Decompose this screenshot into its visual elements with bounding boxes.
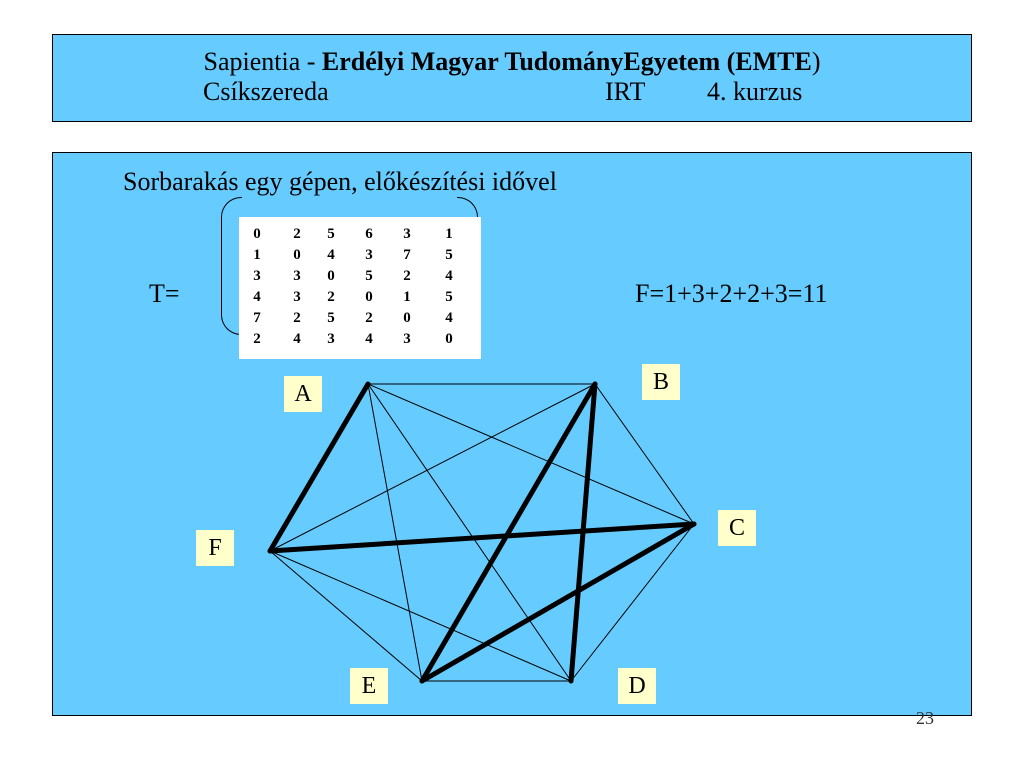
path-edge-B-D	[568, 381, 598, 684]
matrix-cell: 2	[365, 310, 373, 326]
matrix-cell: 5	[445, 289, 453, 305]
matrix-cell: 4	[327, 247, 335, 263]
node-label-c: C	[718, 510, 756, 546]
matrix-cell: 0	[253, 226, 261, 242]
node-label-b: B	[642, 364, 680, 400]
matrix-cell: 4	[293, 331, 301, 347]
matrix-cell: 3	[403, 331, 411, 347]
matrix-cell: 0	[365, 289, 373, 305]
edge-A-D	[367, 383, 572, 682]
matrix-cell: 4	[445, 310, 453, 326]
matrix-cell: 4	[445, 268, 453, 284]
matrix-cell: 3	[327, 331, 335, 347]
content-box: Sorbarakás egy gépen, előkészítési időve…	[52, 152, 972, 716]
matrix-cell: 0	[327, 268, 335, 284]
matrix-cell: 3	[253, 268, 261, 284]
matrix-cell: 5	[327, 226, 335, 242]
matrix-cell: 7	[253, 310, 261, 326]
matrix-cell: 3	[293, 289, 301, 305]
matrix-cell: 7	[403, 247, 411, 263]
edge-A-C	[367, 383, 695, 525]
matrix-row: 3 3 0 5 2 4	[239, 267, 481, 286]
matrix-cell: 3	[403, 226, 411, 242]
matrix-cell: 1	[253, 247, 261, 263]
matrix-cell: 2	[253, 331, 261, 347]
matrix-cell: 3	[365, 247, 373, 263]
matrix-cell: 6	[365, 226, 373, 242]
edge-B-C	[594, 383, 695, 525]
matrix-cell: 2	[293, 226, 301, 242]
path-edge-A-F	[267, 381, 371, 554]
page-number: 23	[916, 708, 934, 728]
matrix-cell: 5	[445, 247, 453, 263]
matrix-cell: 1	[403, 289, 411, 305]
matrix-row: 2 4 3 4 3 0	[239, 330, 481, 349]
node-label-a: A	[284, 376, 322, 412]
header-prefix: Sapientia -	[203, 47, 322, 76]
path-edge-E-B	[419, 381, 598, 684]
header-suffix: )	[811, 47, 821, 76]
path-edge-C-E	[419, 521, 697, 684]
header-university: Erdélyi Magyar TudományEgyetem (EMTE	[321, 47, 812, 76]
matrix-cell: 2	[293, 310, 301, 326]
header-dept: IRT	[605, 77, 646, 106]
matrix-cell: 0	[403, 310, 411, 326]
node-label-e: E	[350, 668, 388, 704]
matrix-row: 7 2 5 2 0 4	[239, 309, 481, 328]
matrix-row: 0 2 5 6 3 1	[239, 225, 481, 244]
matrix-cell: 1	[445, 226, 453, 242]
matrix-cell: 4	[365, 331, 373, 347]
header-city: Csíkszereda	[203, 77, 329, 106]
matrix-cell: 0	[445, 331, 453, 347]
slide-subtitle: Sorbarakás egy gépen, előkészítési időve…	[123, 167, 557, 196]
edge-B-F	[269, 383, 596, 552]
edge-A-E	[367, 383, 423, 682]
node-label-d: D	[618, 668, 656, 704]
header-subtitle-line: Csíkszereda IRT 4. kurzus	[53, 77, 971, 107]
matrix-cell: 5	[327, 310, 335, 326]
matrix-cell: 0	[293, 247, 301, 263]
edge-D-F	[269, 550, 572, 682]
matrix-row: 1 0 4 3 7 5	[239, 246, 481, 265]
edge-C-D	[570, 523, 695, 682]
matrix-cell: 5	[365, 268, 373, 284]
node-label-f: F	[196, 530, 234, 566]
header-course: 4. kurzus	[707, 77, 803, 106]
matrix-cell: 4	[253, 289, 261, 305]
matrix-cell: 2	[403, 268, 411, 284]
matrix-label: T=	[149, 279, 180, 308]
path-edge-F-C	[267, 521, 697, 554]
result-formula: F=1+3+2+2+3=11	[635, 279, 828, 308]
setup-time-matrix: 0 2 5 6 3 1 1 0 4 3 7 5 3 3 0 5 2 4 4 3 2 0 1 5 7 2 5 2 0 4 2 4 3 4 3 0	[239, 217, 481, 359]
header-box: Sapientia - Erdélyi Magyar TudományEgyet…	[52, 34, 972, 122]
matrix-row: 4 3 2 0 1 5	[239, 288, 481, 307]
header-title: Sapientia - Erdélyi Magyar TudományEgyet…	[53, 47, 971, 77]
edge-E-F	[269, 550, 423, 682]
matrix-cell: 2	[327, 289, 335, 305]
matrix-cell: 3	[293, 268, 301, 284]
